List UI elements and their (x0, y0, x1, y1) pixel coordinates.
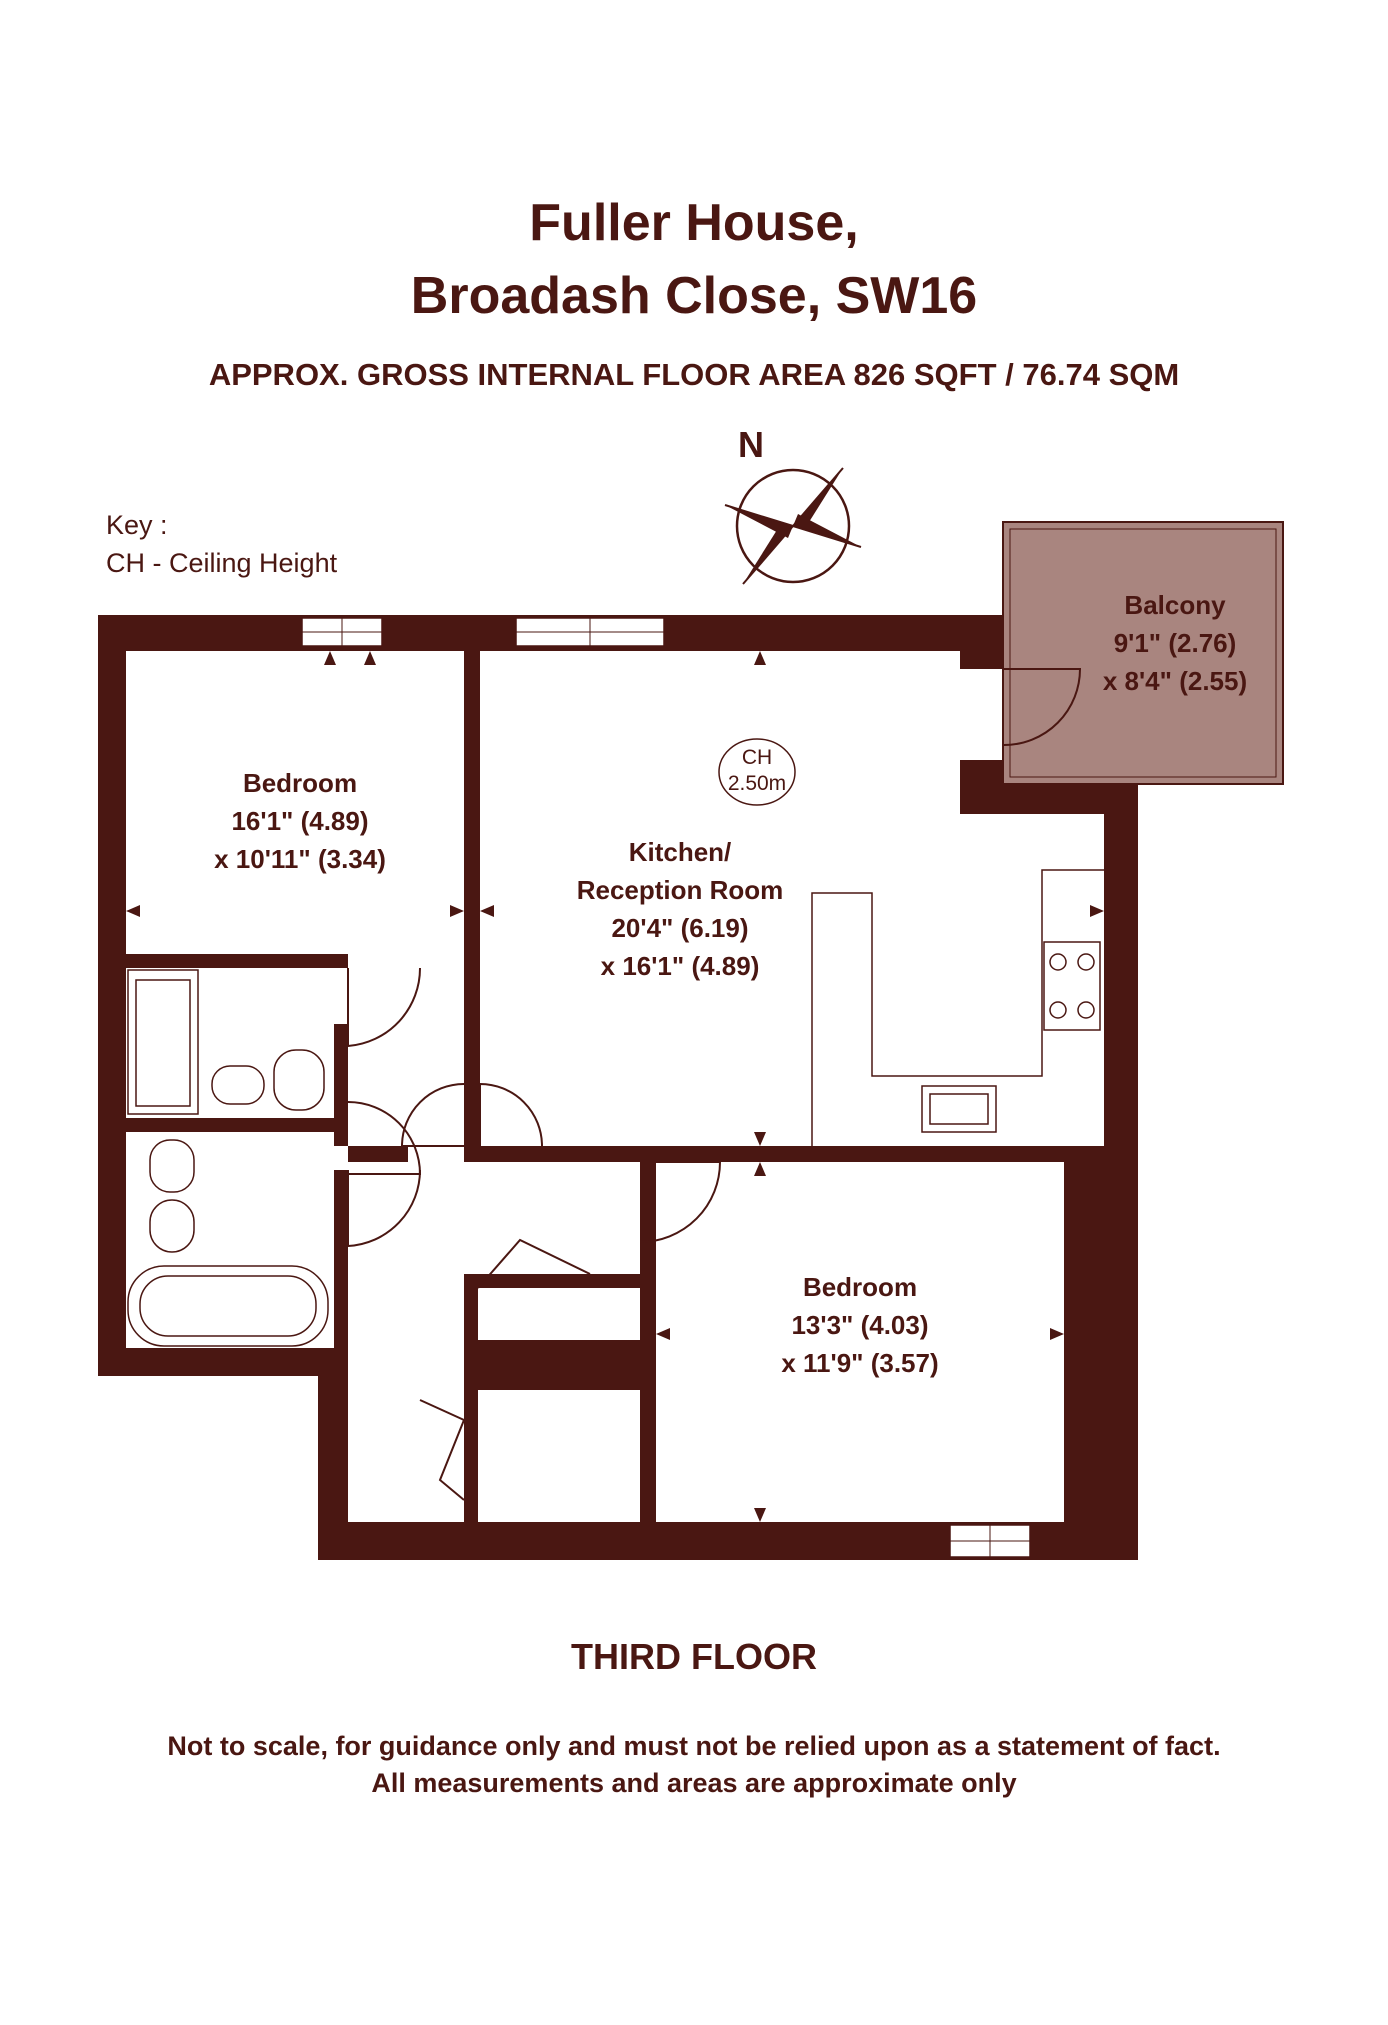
room-dimension: x 10'11" (3.34) (214, 844, 386, 874)
floor-area-summary: APPROX. GROSS INTERNAL FLOOR AREA 826 SQ… (208, 357, 1180, 392)
kitchen-fixtures (811, 869, 1104, 1146)
title-line-2: Broadash Close, SW16 (410, 267, 978, 325)
key-ceiling-height: CH - Ceiling Height (106, 548, 338, 578)
room-name: Bedroom (802, 1272, 918, 1302)
room-dimension: x 8'4" (2.55) (1102, 666, 1248, 696)
room-name: Bedroom (242, 768, 358, 798)
room-dimension: 20'4" (6.19) (611, 913, 749, 943)
ceiling-abbr: CH (741, 746, 773, 769)
room-dimension: x 16'1" (4.89) (600, 951, 760, 981)
room-bedroom-1: Bedroom 16'1" (4.89) x 10'11" (3.34) (170, 764, 430, 878)
title-line-1: Fuller House, (529, 194, 859, 252)
room-name: Balcony (1124, 590, 1226, 620)
floor-name: THIRD FLOOR (571, 1636, 817, 1677)
ceiling-value: 2.50m (727, 772, 787, 795)
room-kitchen-reception: Kitchen/ Reception Room 20'4" (6.19) x 1… (540, 833, 820, 985)
room-dimension: x 11'9" (3.57) (781, 1348, 939, 1378)
compass-north-label: N (738, 424, 764, 465)
disclaimer-line-1: Not to scale, for guidance only and must… (167, 1731, 1221, 1761)
room-bedroom-2: Bedroom 13'3" (4.03) x 11'9" (3.57) (730, 1268, 990, 1382)
room-dimension: 16'1" (4.89) (231, 806, 369, 836)
ceiling-height-marker (718, 738, 796, 806)
dimension-arrows (126, 651, 1104, 1522)
door-swings (347, 668, 1082, 1501)
ceiling-height-label: CH 2.50m (719, 745, 795, 797)
compass-icon (724, 467, 862, 585)
room-dimension: 13'3" (4.03) (791, 1310, 929, 1340)
windows (301, 617, 1031, 1558)
balcony-area (1002, 521, 1284, 785)
interior-walls (126, 651, 1064, 1522)
bathroom-fixtures (127, 969, 329, 1347)
room-name: Reception Room (576, 875, 784, 905)
room-dimension: 9'1" (2.76) (1113, 628, 1237, 658)
room-balcony: Balcony 9'1" (2.76) x 8'4" (2.55) (1080, 586, 1270, 700)
exterior-walls (98, 615, 1138, 1560)
key-title: Key : (106, 510, 168, 540)
room-name: Kitchen/ (628, 837, 732, 867)
disclaimer-line-2: All measurements and areas are approxima… (371, 1768, 1017, 1798)
